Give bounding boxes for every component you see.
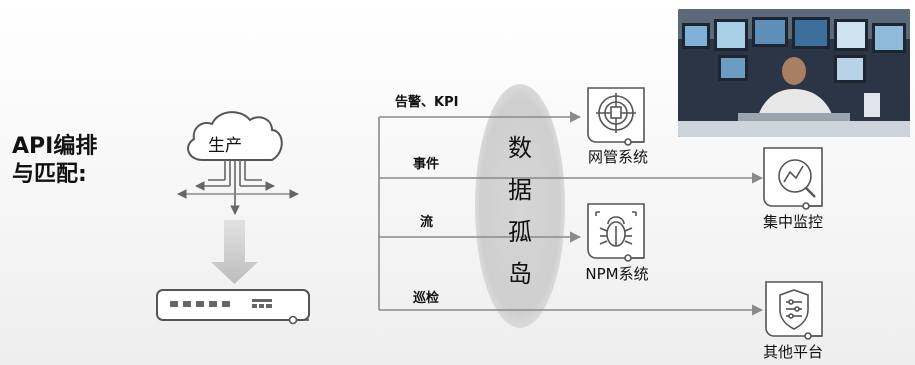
shield-filter-icon [765, 281, 823, 340]
edge-label-alarm-kpi: 告警、KPI [395, 95, 459, 110]
target-label-centralized-monitoring: 集中监控 [762, 213, 823, 231]
network-management-icon [587, 87, 645, 146]
edge-label-flow: 流 [420, 215, 434, 230]
target-label-network-management: 网管系统 [587, 148, 648, 166]
section-title: API编排 与匹配: [12, 133, 97, 189]
centralized-monitoring-icon [763, 147, 823, 210]
data-island-shape [475, 84, 565, 328]
edge-label-event: 事件 [413, 157, 440, 172]
island-char-2: 据 [508, 176, 532, 204]
title-line-1: API编排 [12, 134, 98, 159]
island-char-1: 数 [508, 134, 532, 162]
cloud-icon [187, 111, 283, 161]
target-label-other-platforms: 其他平台 [762, 343, 823, 361]
routing-lines [378, 111, 764, 316]
cloud-ports-icon [177, 160, 299, 215]
target-label-npm: NPM系统 [585, 265, 649, 283]
control-room-photo [678, 9, 910, 137]
edge-label-inspection: 巡检 [413, 291, 440, 306]
island-char-4: 岛 [508, 260, 532, 288]
island-char-3: 孤 [508, 218, 532, 246]
network-switch-icon [156, 289, 310, 325]
cloud-label: 生产 [208, 136, 242, 156]
title-line-2: 与匹配: [12, 162, 87, 187]
down-arrow-icon [211, 220, 258, 284]
npm-bug-icon [587, 203, 645, 262]
data-island-label: 数 据 孤 岛 [505, 128, 535, 296]
